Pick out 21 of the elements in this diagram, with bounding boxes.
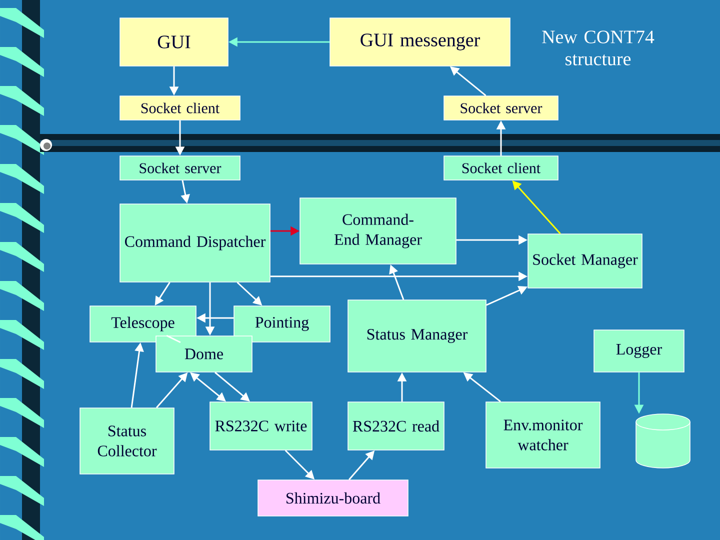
process-box: Socket Manager xyxy=(528,234,642,288)
process-box: Command Dispatcher xyxy=(120,204,270,282)
process-box: GUI xyxy=(120,18,228,66)
process-box: Command-End Manager xyxy=(300,198,456,264)
process-box: Socket client xyxy=(120,96,240,120)
process-box: RS232C read xyxy=(348,402,444,450)
process-box: Pointing xyxy=(234,306,330,342)
process-box: RS232C write xyxy=(210,402,312,450)
process-box: Status Manager xyxy=(348,300,486,372)
process-box: Status Collector xyxy=(80,408,174,474)
process-box: GUI messenger xyxy=(330,18,510,66)
process-box: Socket client xyxy=(444,156,558,180)
process-box: Socket server xyxy=(120,156,240,180)
process-box: Dome xyxy=(156,336,252,372)
database-cylinder xyxy=(636,414,690,468)
title: New CONT74 structure xyxy=(542,30,654,66)
process-box: Logger xyxy=(594,330,684,372)
process-box: Telescope xyxy=(90,306,196,342)
process-box: Env.monitor watcher xyxy=(486,402,600,468)
process-box: Shimizu-board xyxy=(258,480,408,516)
process-box: Socket server xyxy=(444,96,558,120)
